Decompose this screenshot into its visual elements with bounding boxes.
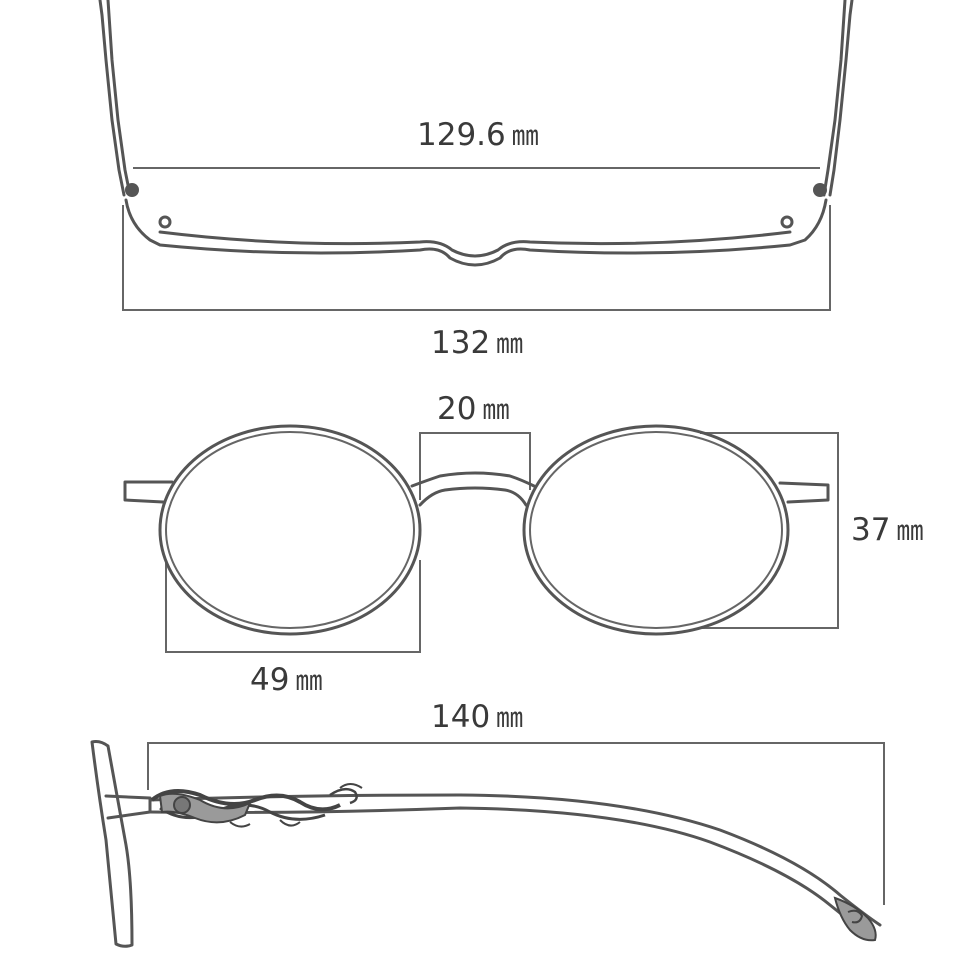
right-lens-rim <box>522 424 790 636</box>
side-view <box>90 740 885 948</box>
top-left-temple <box>98 0 126 197</box>
total-width-value: 132 <box>431 325 491 361</box>
top-view <box>98 0 854 311</box>
temple-ornament <box>150 783 363 828</box>
left-lens-rim <box>158 424 422 636</box>
temple-span-value: 129.6 <box>417 117 506 153</box>
dim-box-lens-height <box>700 432 839 629</box>
right-end-piece <box>778 481 830 504</box>
front-view <box>123 424 839 653</box>
top-right-temple <box>828 0 854 197</box>
top-right-pad <box>780 215 794 229</box>
top-left-hinge <box>125 183 139 197</box>
left-end-piece <box>123 480 174 504</box>
temple-tip-ornament <box>833 896 877 942</box>
dim-box-total-width <box>122 205 831 311</box>
dim-box-bridge-width <box>419 432 531 500</box>
dim-box-lens-width <box>165 560 421 653</box>
side-temple-arm <box>148 793 882 927</box>
lens-height-value: 37 <box>851 512 891 548</box>
temple-length-unit: ㎜ <box>496 703 524 734</box>
side-lens <box>90 740 134 948</box>
dim-box-temple-length <box>147 742 885 905</box>
bridge-width-unit: ㎜ <box>482 395 510 426</box>
temple-length-value: 140 <box>431 699 491 735</box>
side-hinge <box>104 794 152 820</box>
top-right-hinge <box>813 183 827 197</box>
total-width-unit: ㎜ <box>496 329 524 360</box>
temple-span-unit: ㎜ <box>511 121 539 152</box>
top-front-bar <box>124 198 828 267</box>
lens-width-value: 49 <box>250 662 290 698</box>
lens-width-unit: ㎜ <box>295 666 323 697</box>
bridge-width-value: 20 <box>437 391 477 427</box>
lens-height-unit: ㎜ <box>896 516 924 547</box>
top-left-pad <box>158 215 172 229</box>
front-bridge <box>410 471 536 488</box>
